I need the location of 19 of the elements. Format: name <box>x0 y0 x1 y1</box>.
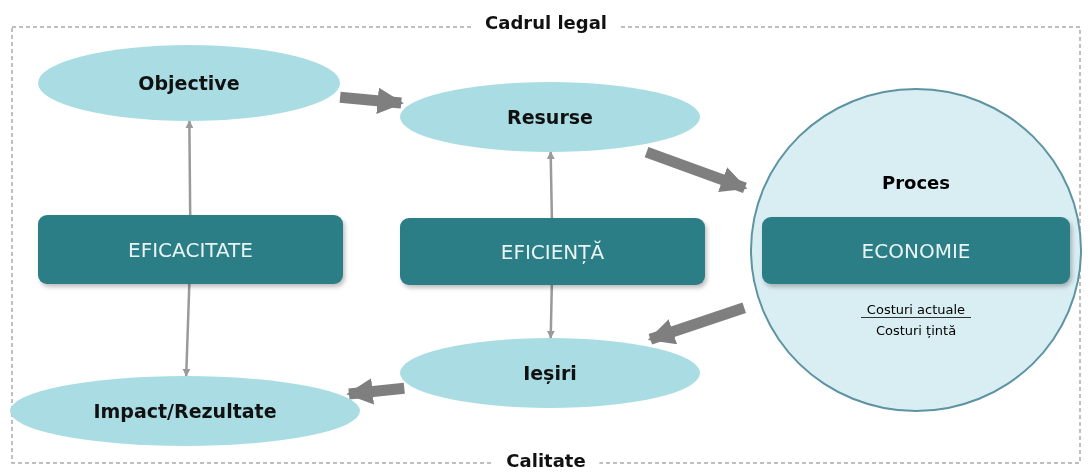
ellipse-node: Ieșiri <box>400 338 700 408</box>
arrow <box>546 284 555 339</box>
block-arrow <box>644 146 748 193</box>
ellipse-node: Objective <box>38 45 340 121</box>
fraction-denominator: Costuri țintă <box>874 323 958 338</box>
rounded-box: ECONOMIE <box>762 217 1070 284</box>
rounded-box: EFICIENȚĂ <box>400 218 705 285</box>
rounded-box: EFICACITATE <box>38 215 343 284</box>
section-heading: Proces <box>881 172 951 193</box>
ellipse-node: Impact/Rezultate <box>10 376 360 446</box>
block-arrow <box>339 87 404 114</box>
fraction-numerator: Costuri actuale <box>860 302 972 318</box>
arrow <box>546 151 555 219</box>
frame-label: Cadrul legal <box>471 12 621 33</box>
block-arrow <box>647 302 746 345</box>
arrow <box>182 283 191 377</box>
block-arrow <box>346 378 405 405</box>
arrow <box>185 120 194 215</box>
ellipse-node: Resurse <box>400 82 700 152</box>
